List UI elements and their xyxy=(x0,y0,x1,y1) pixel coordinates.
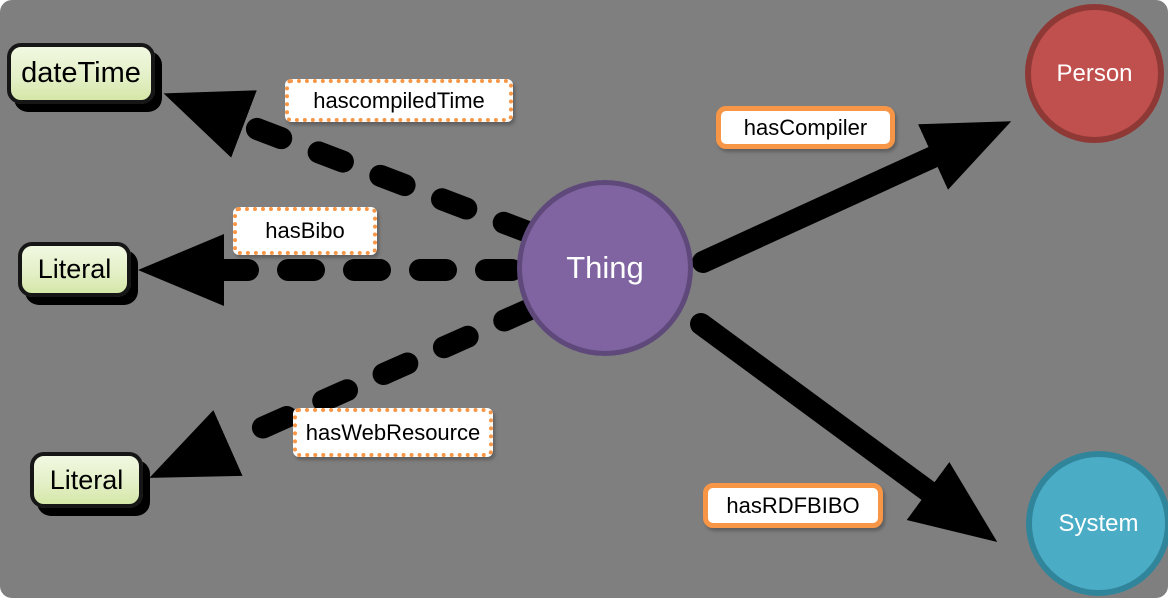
edge-haswebresource-arrow xyxy=(149,299,539,478)
edge-label-hascompiler: hasCompiler xyxy=(716,106,895,149)
edge-hasrdfbibo-arrow xyxy=(690,313,998,542)
edge-label-hasrdfbibo-text: hasRDFBIBO xyxy=(726,492,860,518)
node-literal-bottom: Literal xyxy=(30,452,143,508)
edge-label-hascompiledtime-text: hascompiledTime xyxy=(313,87,485,113)
node-thing: Thing xyxy=(517,180,693,356)
edge-label-hascompiler-text: hasCompiler xyxy=(743,114,868,140)
edge-label-hasbibo: hasBibo xyxy=(233,207,377,255)
node-person-label: Person xyxy=(1056,59,1133,87)
node-datetime-label: dateTime xyxy=(21,57,141,89)
node-literal-middle: Literal xyxy=(18,242,131,297)
node-system-label: System xyxy=(1058,509,1139,537)
edge-label-haswebresource: hasWebResource xyxy=(293,408,493,457)
node-system: System xyxy=(1026,451,1168,596)
node-literal-middle-label: Literal xyxy=(37,254,112,284)
edge-hascompiler-arrow xyxy=(692,121,1012,273)
node-literal-bottom-label: Literal xyxy=(49,464,124,495)
edge-label-hasrdfbibo: hasRDFBIBO xyxy=(703,483,883,528)
edge-label-hasbibo-text: hasBibo xyxy=(265,218,345,243)
edge-label-hascompiledtime: hascompiledTime xyxy=(285,79,513,122)
edge-label-haswebresource-text: hasWebResource xyxy=(305,419,481,445)
edge-hascompiledtime-arrow xyxy=(163,90,539,243)
node-person: Person xyxy=(1025,4,1164,143)
node-thing-label: Thing xyxy=(566,250,644,285)
node-datetime: dateTime xyxy=(7,43,155,104)
